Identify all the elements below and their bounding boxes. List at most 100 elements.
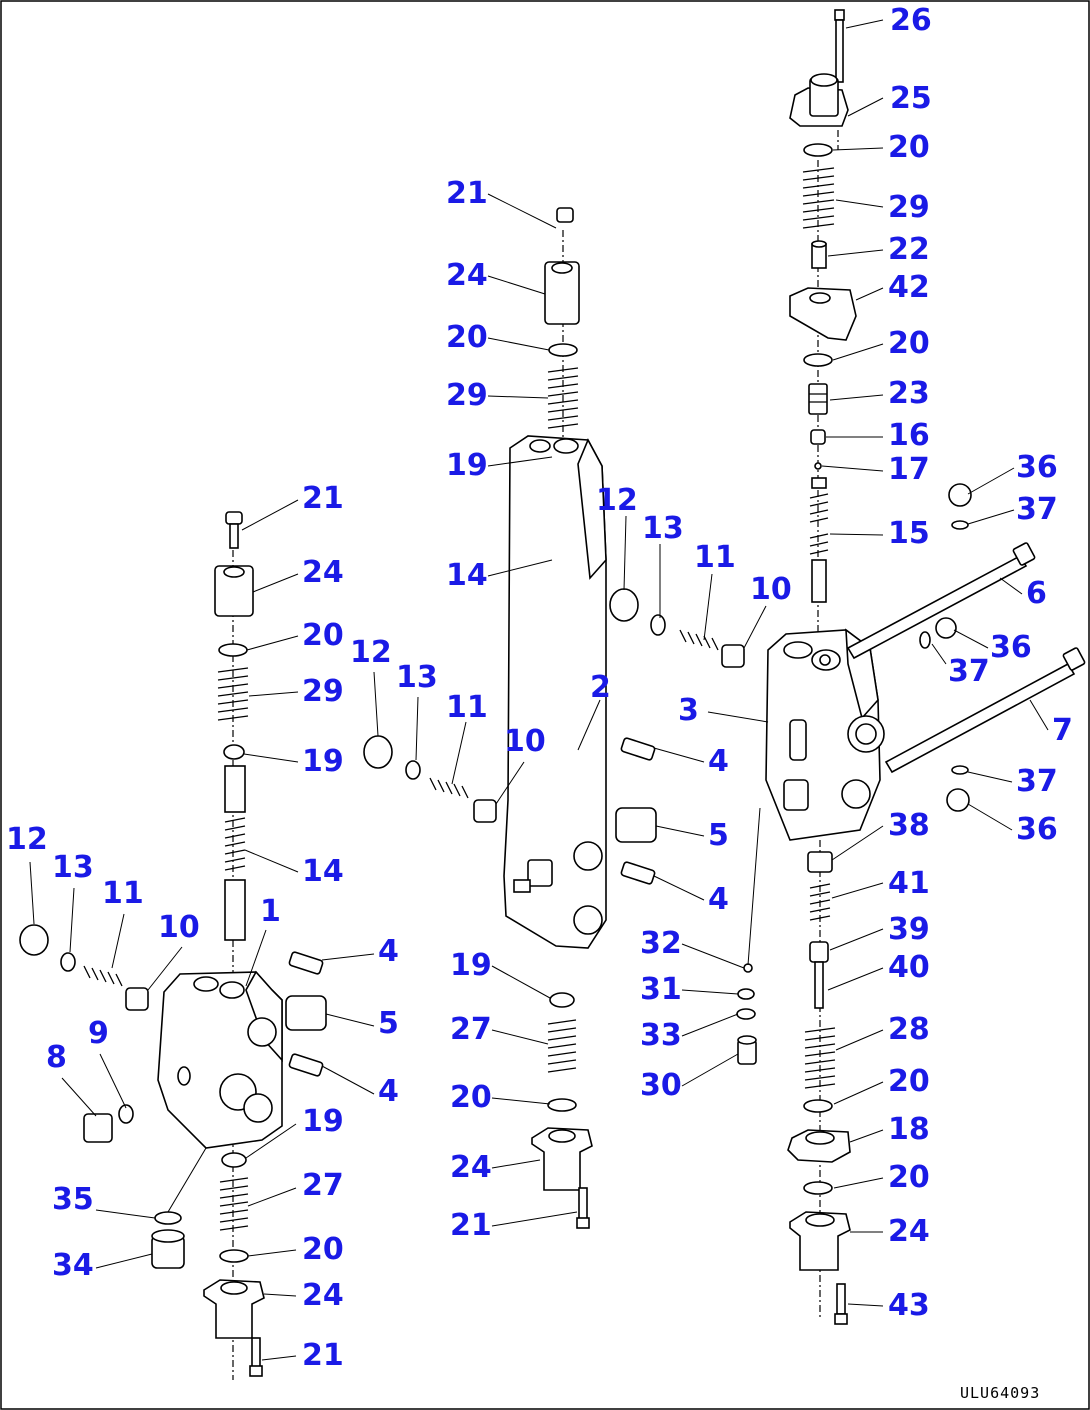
- leader-line: [845, 19, 884, 29]
- callout-24: 24: [888, 1214, 930, 1249]
- leader-line: [655, 825, 705, 837]
- callout-39: 39: [888, 912, 930, 947]
- leader-line: [831, 825, 884, 861]
- leader-line: [743, 605, 767, 649]
- right-assembly: [609, 9, 1086, 1325]
- leader-line: [487, 337, 550, 351]
- callout-32: 32: [640, 926, 682, 961]
- leader-line: [99, 1053, 127, 1109]
- callout-37: 37: [1016, 764, 1058, 799]
- leader-line: [967, 467, 1015, 495]
- callout-10: 10: [750, 572, 792, 607]
- callout-29: 29: [888, 190, 930, 225]
- leader-line: [681, 943, 745, 969]
- leader-line: [147, 946, 183, 991]
- leader-line: [931, 643, 947, 665]
- callout-30: 30: [640, 1068, 682, 1103]
- callout-8: 8: [46, 1040, 67, 1075]
- callout-13: 13: [396, 660, 438, 695]
- callout-2: 2: [590, 670, 611, 705]
- callout-26: 26: [890, 3, 932, 38]
- callout-4: 4: [708, 882, 729, 917]
- callout-11: 11: [446, 690, 488, 725]
- leader-line: [487, 275, 546, 295]
- callout-13: 13: [52, 850, 94, 885]
- leader-line: [829, 928, 884, 951]
- leader-line: [831, 882, 884, 899]
- callout-41: 41: [888, 866, 930, 901]
- callout-11: 11: [102, 876, 144, 911]
- callout-24: 24: [302, 555, 344, 590]
- leader-line: [827, 967, 884, 991]
- leader-line: [491, 1097, 551, 1105]
- leader-line: [321, 953, 375, 961]
- callout-33: 33: [640, 1018, 682, 1053]
- leader-line: [95, 1209, 156, 1219]
- callout-6: 6: [1026, 576, 1047, 611]
- leader-line: [95, 1253, 153, 1269]
- leader-line: [111, 913, 125, 969]
- leader-line: [245, 929, 267, 987]
- callout-36: 36: [1016, 812, 1058, 847]
- leader-line: [967, 771, 1013, 783]
- callout-20: 20: [888, 1064, 930, 1099]
- leader-line: [821, 465, 884, 472]
- leader-line: [653, 747, 705, 763]
- leader-line: [832, 147, 884, 151]
- leader-line: [247, 1187, 297, 1207]
- leader-line: [487, 193, 557, 229]
- callout-10: 10: [158, 910, 200, 945]
- callout-22: 22: [888, 232, 930, 267]
- leader-line: [833, 1177, 884, 1189]
- leader-line: [832, 343, 884, 361]
- leader-line: [61, 1077, 97, 1117]
- callout-29: 29: [446, 378, 488, 413]
- callout-35: 35: [52, 1182, 94, 1217]
- leader-line: [69, 887, 75, 953]
- leader-line: [243, 753, 299, 763]
- callout-9: 9: [88, 1016, 109, 1051]
- leader-line: [248, 691, 299, 697]
- callout-31: 31: [640, 972, 682, 1007]
- callout-4: 4: [378, 934, 399, 969]
- leader-line: [415, 696, 419, 761]
- leader-line: [653, 875, 705, 901]
- callout-23: 23: [888, 376, 930, 411]
- callout-20: 20: [302, 618, 344, 653]
- callout-labels: 26 25 20 29 22 42 20 23 16 17 15 36 37 6…: [6, 3, 1073, 1373]
- callout-34: 34: [52, 1248, 94, 1283]
- leader-line: [847, 1303, 884, 1307]
- leader-line: [491, 1159, 541, 1169]
- callout-14: 14: [446, 558, 488, 593]
- callout-4: 4: [378, 1074, 399, 1109]
- callout-10: 10: [504, 724, 546, 759]
- callout-29: 29: [302, 674, 344, 709]
- leader-line: [247, 1249, 297, 1257]
- leader-line: [263, 1293, 297, 1297]
- leader-line: [1029, 699, 1049, 731]
- leader-line: [241, 499, 299, 531]
- leader-line: [491, 1029, 549, 1045]
- leader-line: [829, 394, 884, 401]
- callout-19: 19: [302, 744, 344, 779]
- leader-line: [953, 629, 989, 649]
- callout-20: 20: [446, 320, 488, 355]
- leader-line: [681, 1013, 739, 1037]
- callout-37: 37: [1016, 492, 1058, 527]
- callout-24: 24: [446, 258, 488, 293]
- leader-line: [707, 711, 769, 723]
- leader-line: [833, 1081, 884, 1105]
- leader-line: [495, 761, 525, 805]
- callout-20: 20: [450, 1080, 492, 1115]
- callout-27: 27: [302, 1168, 344, 1203]
- callout-5: 5: [708, 818, 729, 853]
- leader-line: [827, 249, 884, 257]
- leader-line: [487, 456, 553, 467]
- callout-12: 12: [596, 483, 638, 518]
- callout-20: 20: [888, 326, 930, 361]
- leader-line: [491, 1211, 578, 1227]
- callout-12: 12: [350, 635, 392, 670]
- leader-line: [681, 989, 739, 995]
